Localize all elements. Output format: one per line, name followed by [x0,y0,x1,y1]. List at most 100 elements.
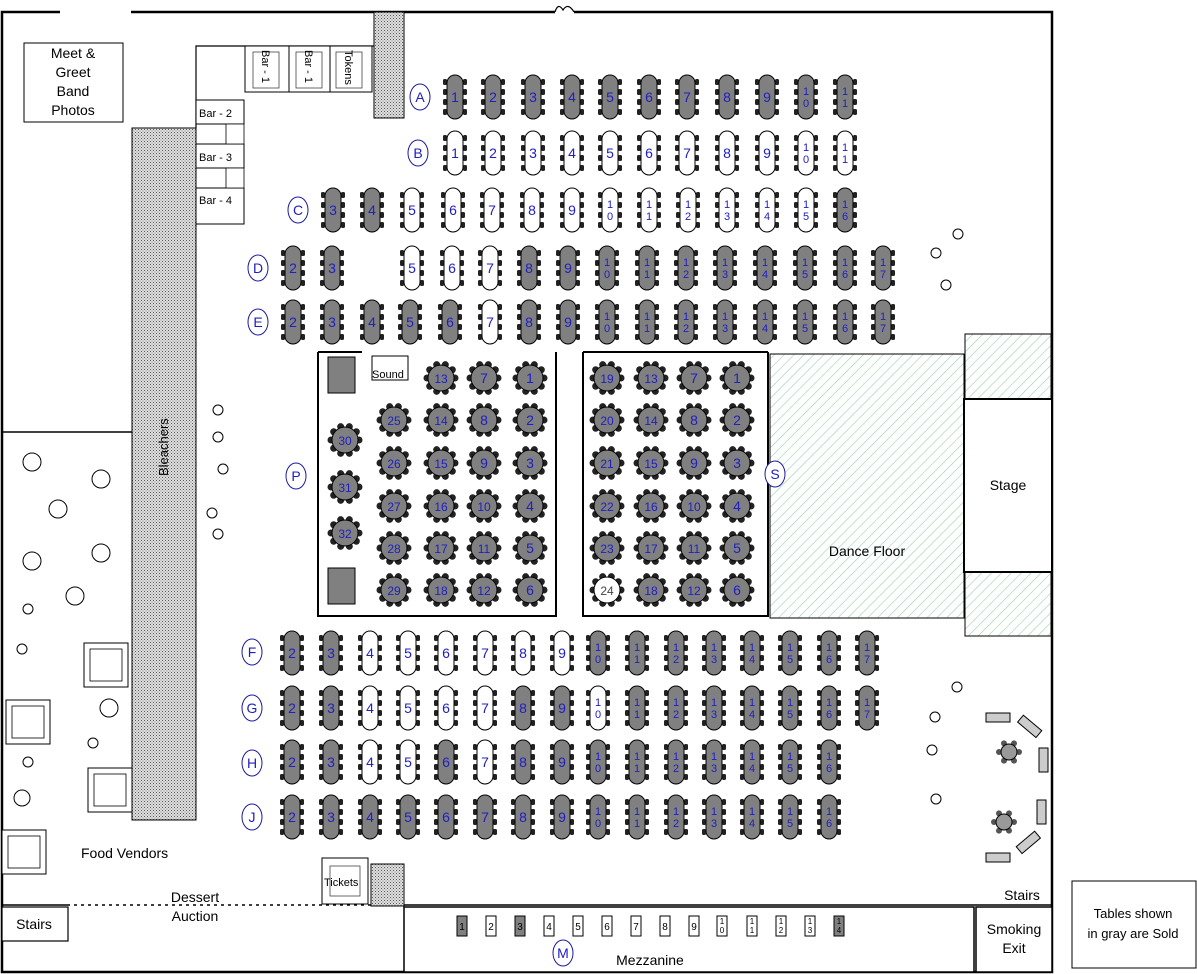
round-table-9[interactable]: 9 [676,446,712,480]
table-f-3[interactable]: 3 [319,630,343,676]
round-table-28[interactable]: 28 [376,531,412,565]
round-table-14[interactable]: 14 [633,403,669,437]
table-d-7[interactable]: 7 [478,245,502,291]
table-h-8[interactable]: 8 [511,739,535,785]
mezzanine-table-2[interactable]: 2 [485,915,497,937]
round-table-10[interactable]: 10 [676,489,712,523]
table-e-6[interactable]: 6 [438,299,462,345]
table-b-5[interactable]: 5 [598,130,622,176]
table-c-3[interactable]: 3 [321,187,345,233]
table-c-5[interactable]: 5 [400,187,424,233]
round-table-23[interactable]: 23 [589,531,625,565]
table-h-3[interactable]: 3 [319,739,343,785]
table-d-3[interactable]: 3 [320,245,344,291]
table-c-4[interactable]: 4 [360,187,384,233]
round-table-1[interactable]: 1 [512,361,548,395]
round-table-1[interactable]: 1 [719,361,755,395]
table-g-7[interactable]: 7 [473,685,497,731]
table-c-7[interactable]: 7 [480,187,504,233]
round-table-26[interactable]: 26 [376,446,412,480]
table-f-4[interactable]: 4 [358,630,382,676]
round-table-20[interactable]: 20 [589,403,625,437]
table-h-9[interactable]: 9 [550,739,574,785]
mezzanine-table-1[interactable]: 1 [456,915,468,937]
round-table-5[interactable]: 5 [512,531,548,565]
round-table-3[interactable]: 3 [719,446,755,480]
table-j-9[interactable]: 9 [550,794,574,840]
round-table-2[interactable]: 2 [512,403,548,437]
table-g-8[interactable]: 8 [511,685,535,731]
round-table-7[interactable]: 7 [466,361,502,395]
mezzanine-table-8[interactable]: 8 [659,915,671,937]
table-j-2[interactable]: 2 [280,794,304,840]
round-table-14[interactable]: 14 [423,403,459,437]
table-j-5[interactable]: 5 [396,794,420,840]
table-f-7[interactable]: 7 [473,630,497,676]
table-a-5[interactable]: 5 [598,74,622,120]
table-c-9[interactable]: 9 [560,187,584,233]
table-c-6[interactable]: 6 [441,187,465,233]
round-table-10[interactable]: 10 [466,489,502,523]
round-table-4[interactable]: 4 [512,489,548,523]
round-table-17[interactable]: 17 [633,531,669,565]
table-b-6[interactable]: 6 [637,130,661,176]
table-c-8[interactable]: 8 [520,187,544,233]
table-b-7[interactable]: 7 [675,130,699,176]
table-h-7[interactable]: 7 [473,739,497,785]
table-h-5[interactable]: 5 [396,739,420,785]
table-g-9[interactable]: 9 [550,685,574,731]
table-g-6[interactable]: 6 [434,685,458,731]
round-table-31[interactable]: 31 [327,470,363,504]
table-b-1[interactable]: 1 [443,130,467,176]
table-b-4[interactable]: 4 [560,130,584,176]
round-table-3[interactable]: 3 [512,446,548,480]
table-j-3[interactable]: 3 [319,794,343,840]
round-table-29[interactable]: 29 [376,573,412,607]
round-table-15[interactable]: 15 [423,446,459,480]
table-e-3[interactable]: 3 [320,299,344,345]
table-e-4[interactable]: 4 [360,299,384,345]
table-f-9[interactable]: 9 [550,630,574,676]
table-d-2[interactable]: 2 [281,245,305,291]
round-table-18[interactable]: 18 [423,573,459,607]
table-d-9[interactable]: 9 [556,245,580,291]
table-e-9[interactable]: 9 [556,299,580,345]
round-table-19[interactable]: 19 [589,361,625,395]
round-table-13[interactable]: 13 [423,361,459,395]
table-d-5[interactable]: 5 [400,245,424,291]
round-table-12[interactable]: 12 [466,573,502,607]
